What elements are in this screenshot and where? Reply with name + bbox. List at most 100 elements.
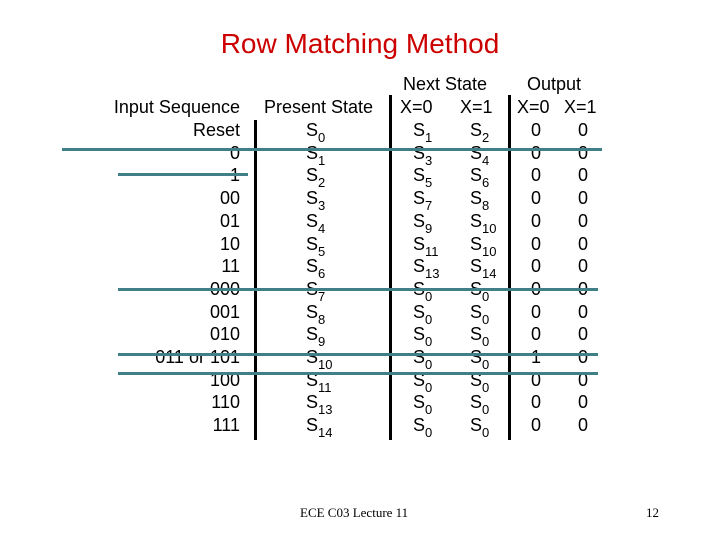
state-index: 9 [425, 220, 433, 236]
state-index: 0 [482, 334, 490, 350]
next-state-x0-cell: S0 [413, 301, 432, 326]
state-index: 10 [482, 220, 497, 236]
input-sequence-cell: 11 [221, 256, 240, 277]
state-prefix: S [413, 415, 426, 436]
output-x0-cell: 0 [530, 188, 541, 209]
state-prefix: S [470, 256, 483, 277]
next-state-x1-cell: S4 [470, 142, 489, 167]
header-output-x1: X=1 [564, 97, 597, 117]
state-index: 0 [482, 311, 490, 327]
output-x0-cell: 0 [530, 415, 541, 436]
state-prefix: S [413, 233, 426, 254]
state-index: 9 [318, 334, 326, 350]
next-state-x1-cell: S6 [470, 164, 489, 189]
output-x1-cell: 0 [577, 415, 588, 436]
state-prefix: S [470, 188, 483, 209]
state-prefix: S [306, 301, 319, 322]
state-prefix: S [413, 120, 426, 140]
column-divider [389, 95, 392, 440]
state-index: 0 [318, 130, 326, 145]
state-index: 0 [482, 402, 490, 418]
next-state-x0-cell: S9 [413, 210, 432, 235]
state-prefix: S [306, 165, 319, 186]
state-prefix: S [306, 233, 319, 254]
state-index: 4 [318, 220, 326, 236]
state-prefix: S [306, 324, 319, 345]
output-x1-cell: 0 [577, 324, 588, 345]
output-x1-cell: 0 [577, 392, 588, 413]
state-index: 0 [482, 425, 490, 441]
state-index: 0 [482, 288, 490, 304]
output-x0-cell: 0 [530, 301, 541, 322]
header-next-x0: X=0 [400, 97, 433, 117]
state-index: 5 [425, 175, 433, 191]
present-state-cell: S1 [306, 142, 325, 167]
present-state-cell: S9 [306, 323, 325, 348]
row-match-line [118, 288, 598, 291]
present-state-cell: S10 [306, 346, 332, 371]
state-index: 13 [318, 402, 333, 418]
input-sequence-cell: 110 [211, 392, 240, 413]
next-state-x1-cell: S0 [470, 414, 489, 439]
present-state-cell: S2 [306, 164, 325, 189]
state-index: 4 [482, 152, 490, 168]
present-state-cell: S13 [306, 391, 332, 416]
present-state-cell: S0 [306, 119, 325, 144]
state-index: 8 [482, 198, 490, 214]
state-prefix: S [470, 210, 483, 231]
state-index: 0 [425, 379, 433, 395]
output-x0-cell: 0 [530, 210, 541, 231]
input-sequence-cell: 010 [209, 324, 240, 345]
next-state-x1-cell: S10 [470, 233, 496, 258]
state-prefix: S [470, 392, 483, 413]
next-state-x1-cell: S8 [470, 187, 489, 212]
next-state-x1-cell: S14 [470, 255, 496, 280]
present-state-cell: S4 [306, 210, 325, 235]
state-index: 0 [482, 357, 490, 372]
next-state-x0-cell: S7 [413, 187, 432, 212]
state-prefix: S [413, 347, 426, 367]
state-index: 14 [482, 266, 497, 282]
state-index: 3 [425, 152, 433, 168]
state-index: 0 [425, 402, 433, 418]
output-x1-cell: 0 [577, 165, 588, 186]
output-x0-cell: 0 [530, 324, 541, 345]
present-state-cell: S3 [306, 187, 325, 212]
output-x0-cell: 0 [530, 142, 541, 163]
state-prefix: S [306, 392, 319, 413]
state-index: 10 [482, 243, 497, 259]
row-match-line [118, 353, 598, 356]
next-state-x0-cell: S0 [413, 391, 432, 416]
next-state-x1-cell: S0 [470, 346, 489, 371]
state-prefix: S [306, 210, 319, 231]
input-sequence-cell: 01 [219, 210, 240, 231]
header-next-state: Next State [403, 74, 488, 94]
state-index: 6 [318, 266, 326, 282]
next-state-x0-cell: S0 [413, 414, 432, 439]
next-state-x1-cell: S10 [470, 210, 496, 235]
state-prefix: S [413, 256, 426, 277]
output-x0-cell: 0 [530, 120, 541, 140]
input-sequence-cell: 0 [229, 142, 240, 163]
state-prefix: S [413, 165, 426, 186]
slide-title: Row Matching Method [220, 28, 500, 59]
state-index: 0 [425, 357, 433, 372]
state-prefix: S [470, 120, 483, 140]
output-x0-cell: 0 [530, 369, 541, 390]
present-state-cell: S5 [306, 233, 325, 258]
state-index: 7 [318, 288, 326, 304]
header-output: Output [527, 74, 582, 94]
header-present-state: Present State [264, 97, 374, 117]
output-x0-cell: 0 [530, 392, 541, 413]
input-sequence-cell: 111 [212, 415, 240, 436]
state-index: 5 [318, 243, 326, 259]
present-state-cell: S8 [306, 301, 325, 326]
output-x0-cell: 0 [530, 256, 541, 277]
state-index: 0 [425, 288, 433, 304]
state-index: 0 [425, 425, 433, 441]
state-prefix: S [413, 324, 426, 345]
state-prefix: S [413, 392, 426, 413]
output-x1-cell: 0 [577, 120, 588, 140]
output-x1-cell: 0 [577, 188, 588, 209]
state-index: 3 [318, 198, 326, 214]
